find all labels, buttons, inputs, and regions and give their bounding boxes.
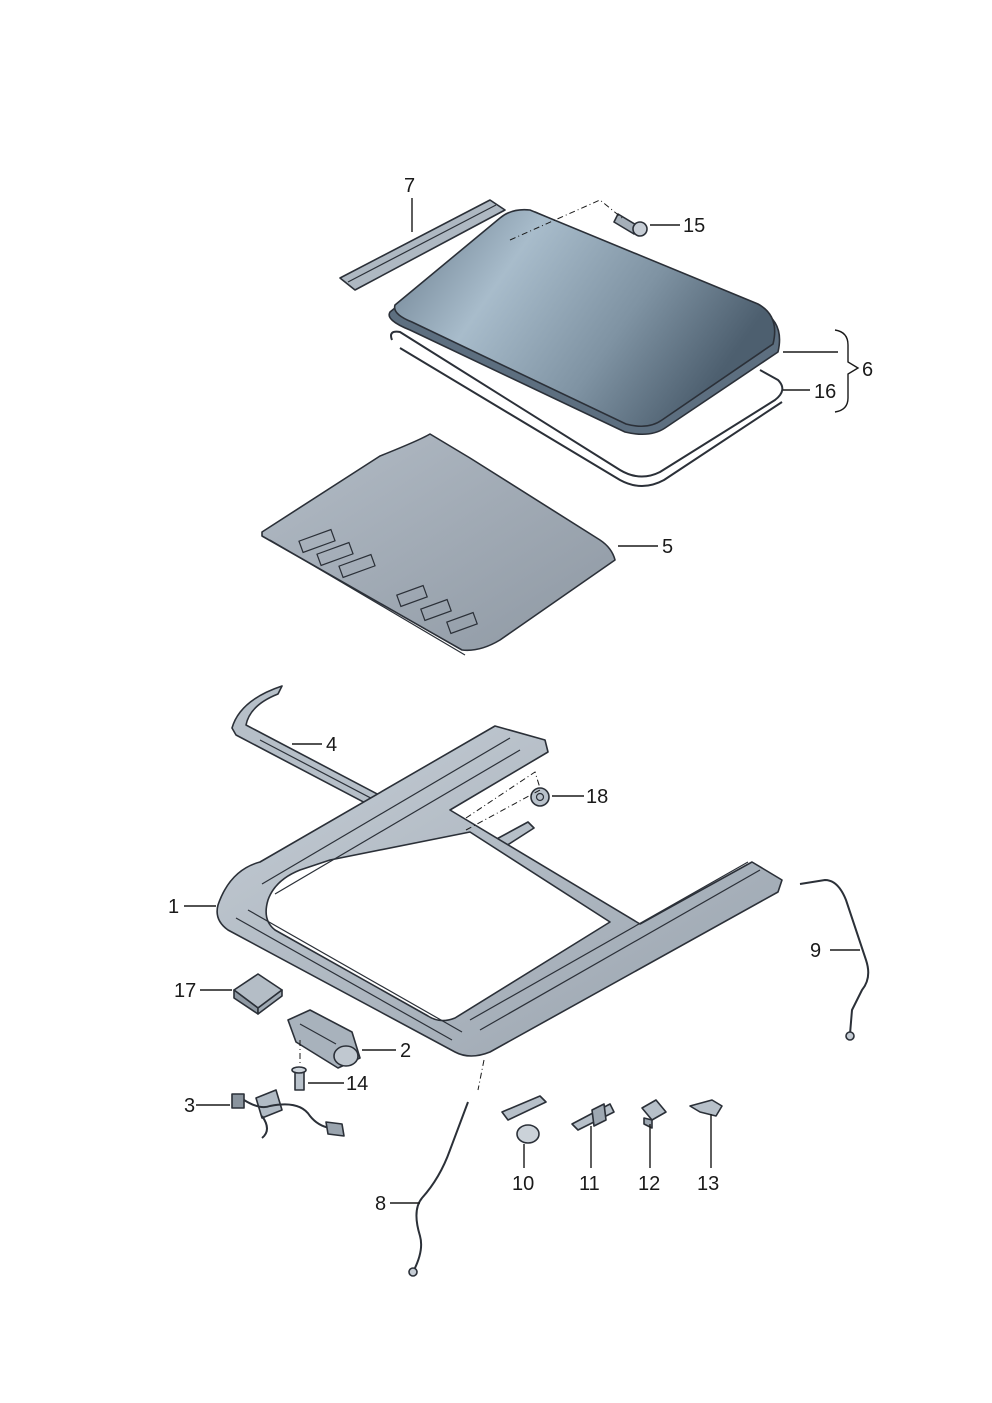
callout-17: 17	[174, 980, 196, 1002]
part-17-control-unit	[233, 973, 283, 1015]
callout-9: 9	[810, 940, 821, 962]
callout-3: 3	[184, 1095, 195, 1117]
part-1-frame	[216, 725, 783, 1057]
part-10-clip	[501, 1095, 547, 1144]
callout-16: 16	[814, 381, 836, 403]
part-11-clip	[571, 1103, 615, 1131]
part-18-nut	[530, 787, 550, 807]
callout-11: 11	[579, 1173, 600, 1195]
part-8-drain-hose	[413, 1101, 469, 1271]
callout-8: 8	[375, 1193, 386, 1215]
part-5-sunshade	[261, 433, 616, 656]
hose-8-end	[408, 1267, 418, 1277]
bracket-6	[834, 329, 860, 413]
part-2-drive-motor	[287, 1009, 361, 1069]
hose-8-dashline	[477, 1059, 485, 1091]
callout-15: 15	[683, 215, 705, 237]
callout-7: 7	[404, 175, 415, 197]
part-3-wiring-harness	[231, 1089, 345, 1139]
screw-dashline	[509, 199, 623, 241]
part-15-screw	[613, 213, 648, 237]
nut-dashline	[465, 771, 541, 831]
part-9-drain-hose	[799, 879, 870, 1035]
part-16-seal	[390, 330, 784, 478]
hose-9-end	[845, 1031, 855, 1041]
part-6-glass-panel	[388, 208, 781, 436]
callout-2: 2	[400, 1040, 411, 1062]
part-14-bolt	[291, 1066, 307, 1091]
callout-1: 1	[168, 896, 179, 918]
part-16-seal-inner	[399, 347, 783, 487]
part-13-clip	[689, 1099, 723, 1117]
callout-10: 10	[512, 1173, 534, 1195]
part-7-deflector	[339, 199, 506, 291]
callout-14: 14	[346, 1073, 368, 1095]
callout-18: 18	[586, 786, 608, 808]
callout-6: 6	[862, 359, 873, 381]
callout-4: 4	[326, 734, 337, 756]
callout-5: 5	[662, 536, 673, 558]
part-12-clip	[641, 1099, 667, 1129]
callout-13: 13	[697, 1173, 719, 1195]
callout-12: 12	[638, 1173, 660, 1195]
